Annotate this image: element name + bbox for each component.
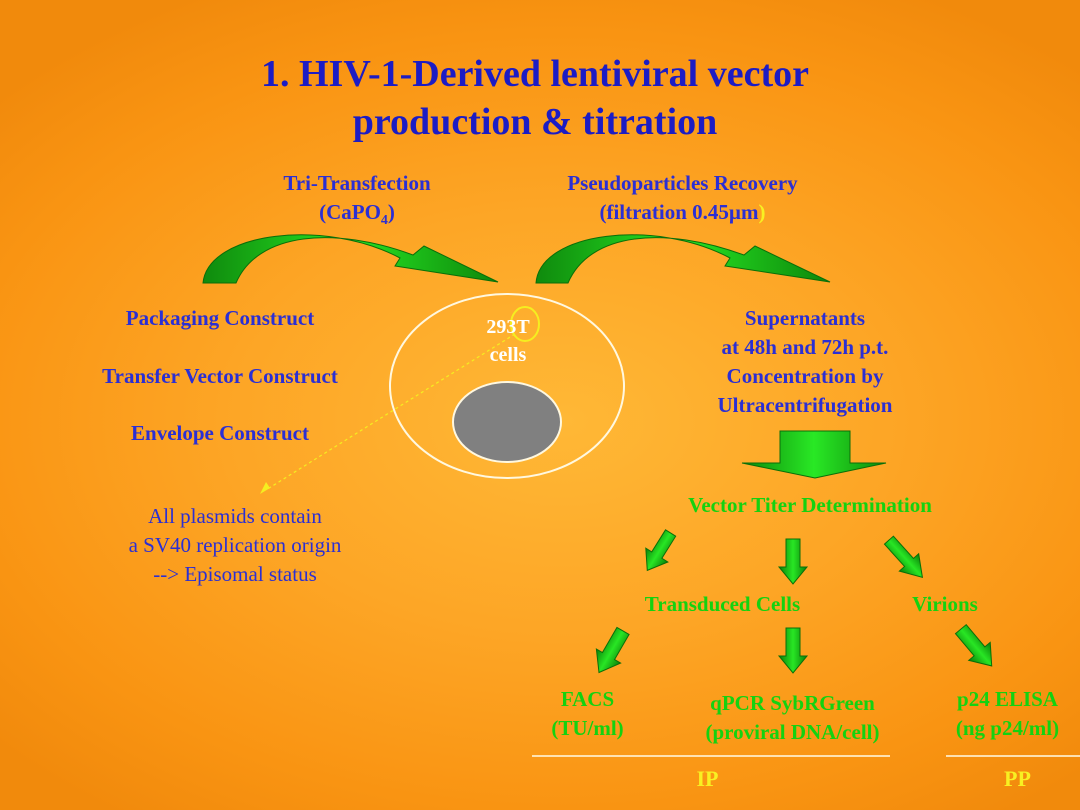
arrow-to-qpcr xyxy=(777,627,809,674)
transduced-cells-label: Transduced Cells xyxy=(644,592,801,616)
plasmid-pointer-line xyxy=(265,333,516,491)
supernatants-line4: Ultracentrifugation xyxy=(717,393,893,417)
slide-title-line2: production & titration xyxy=(352,101,718,143)
curved-arrow-transfection xyxy=(202,234,499,284)
arrow-to-elisa xyxy=(954,623,993,667)
plasmid-note-line3: --> Episomal status xyxy=(153,562,317,586)
transfer-vector-construct: Transfer Vector Construct xyxy=(102,364,338,388)
arrow-to-facs xyxy=(595,626,630,674)
qpcr-line1: qPCR SybRGreen xyxy=(710,691,875,715)
supernatants-label: Supernatants at 48h and 72h p.t. Concent… xyxy=(680,304,930,420)
slide-title: 1. HIV-1-Derived lentiviral vector produ… xyxy=(140,50,930,146)
step-transfection-label: Tri-Transfection (CaPO4) xyxy=(232,169,482,235)
virions-label: Virions xyxy=(912,592,978,616)
vector-titer-label: Vector Titer Determination xyxy=(688,493,932,517)
plasmid-note: All plasmids contain a SV40 replication … xyxy=(95,502,375,589)
cell-membrane xyxy=(389,293,625,479)
facs-label: FACS (TU/ml) xyxy=(530,685,645,743)
step-transfection-line2: (CaPO4) xyxy=(319,200,395,229)
cell-label-line2: cells xyxy=(489,344,527,366)
plasmid-note-line1: All plasmids contain xyxy=(148,504,322,528)
down-arrow-concentration xyxy=(741,430,887,479)
step-transfection-line1: Tri-Transfection xyxy=(283,171,431,195)
cell-label: 293T cells xyxy=(460,313,556,369)
supernatants-line3: Concentration by xyxy=(726,364,884,388)
facs-line1: FACS xyxy=(560,687,615,711)
pp-group-label: PP xyxy=(1004,766,1031,791)
packaging-construct: Packaging Construct xyxy=(125,306,315,330)
facs-line2: (TU/ml) xyxy=(551,716,624,740)
slide-title-line1: 1. HIV-1-Derived lentiviral vector xyxy=(260,53,809,95)
elisa-line1: p24 ELISA xyxy=(957,687,1058,711)
cell-label-line1: 293T xyxy=(486,316,530,338)
elisa-label: p24 ELISA (ng p24/ml) xyxy=(940,685,1075,743)
step-recovery-line2: (filtration 0.45µm) xyxy=(599,200,766,224)
supernatants-line2: at 48h and 72h p.t. xyxy=(721,335,889,359)
arrow-titer-center xyxy=(777,538,809,585)
elisa-line2: (ng p24/ml) xyxy=(955,716,1060,740)
arrow-titer-right xyxy=(883,535,924,579)
cell-nucleus xyxy=(452,381,562,463)
qpcr-line2: (proviral DNA/cell) xyxy=(705,720,880,744)
qpcr-label: qPCR SybRGreen (proviral DNA/cell) xyxy=(675,689,910,747)
ip-group-label: IP xyxy=(696,766,719,791)
step-recovery-line1: Pseudoparticles Recovery xyxy=(567,171,798,195)
curved-arrow-recovery xyxy=(535,234,831,284)
envelope-construct: Envelope Construct xyxy=(131,421,309,445)
supernatants-line1: Supernatants xyxy=(744,306,866,330)
plasmid-circle xyxy=(510,306,540,342)
plasmid-note-line2: a SV40 replication origin xyxy=(128,533,342,557)
plasmid-pointer-tip xyxy=(260,482,270,494)
arrow-titer-left xyxy=(645,529,677,572)
step-recovery-label: Pseudoparticles Recovery (filtration 0.4… xyxy=(530,169,835,227)
